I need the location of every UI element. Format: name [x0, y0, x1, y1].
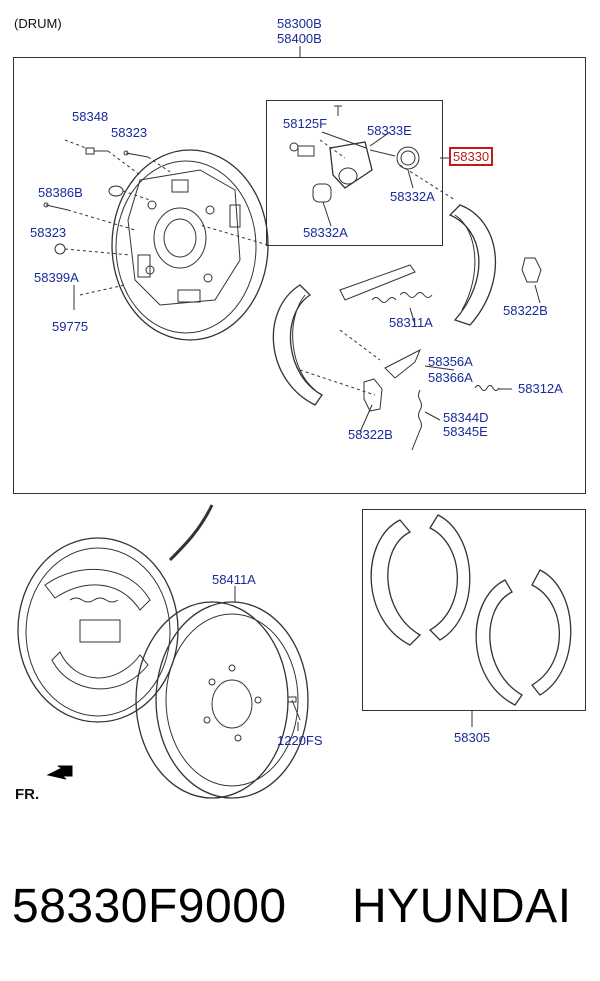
part-label-58312a[interactable]: 58312A	[518, 381, 563, 396]
springs-drawing	[339, 264, 500, 451]
shoe-kit-frame	[362, 509, 586, 711]
front-direction-label: FR.	[15, 786, 40, 803]
part-label-58330-highlight[interactable]: 58330	[449, 147, 494, 166]
left-shoe-drawing	[272, 284, 383, 412]
part-label-58386b[interactable]: 58386B	[38, 185, 83, 200]
part-label-58323-top[interactable]: 58323	[111, 125, 148, 140]
part-label-58333e[interactable]: 58333E	[367, 123, 412, 138]
drum-label: (DRUM)	[14, 16, 62, 31]
part-label-58311a[interactable]: 58311A	[389, 315, 433, 330]
part-label-58305[interactable]: 58305	[454, 730, 491, 745]
backing-plate-drawing	[111, 149, 269, 341]
part-label-58399a[interactable]: 58399A	[34, 270, 79, 285]
drum-drawing	[135, 586, 309, 799]
part-label-58345e[interactable]: 58345E	[443, 424, 488, 439]
footer-brand: HYUNDAI	[352, 880, 572, 933]
part-label-58411a[interactable]: 58411A	[212, 572, 256, 587]
part-label-58366a[interactable]: 58366A	[428, 370, 473, 385]
part-label-58323-left[interactable]: 58323	[30, 225, 67, 240]
part-label-58125f[interactable]: 58125F	[283, 116, 328, 131]
wheel-cylinder-frame	[266, 100, 443, 246]
right-shoe-drawing	[448, 204, 542, 326]
part-label-58332a-left[interactable]: 58332A	[303, 225, 348, 240]
part-label-58322b-right[interactable]: 58322B	[503, 303, 548, 318]
part-label-58322b-left[interactable]: 58322B	[348, 427, 393, 442]
part-label-58348[interactable]: 58348	[72, 109, 109, 124]
part-label-58344d[interactable]: 58344D	[443, 410, 489, 425]
part-label-1220fs[interactable]: 1220FS	[277, 733, 323, 748]
part-label-59775[interactable]: 59775	[52, 319, 89, 334]
assembly-code-a[interactable]: 58300B	[277, 16, 322, 31]
wheel-cylinder-drawing	[289, 105, 452, 203]
footer-part-number: 58330F9000	[12, 880, 287, 933]
assembly-code-b[interactable]: 58400B	[277, 31, 322, 46]
part-label-58332a-right[interactable]: 58332A	[390, 189, 435, 204]
part-label-58356a[interactable]: 58356A	[428, 354, 473, 369]
main-assembly-frame	[13, 57, 586, 494]
assembled-brake-drawing	[17, 537, 179, 723]
shoe-kit-drawing	[370, 514, 572, 727]
